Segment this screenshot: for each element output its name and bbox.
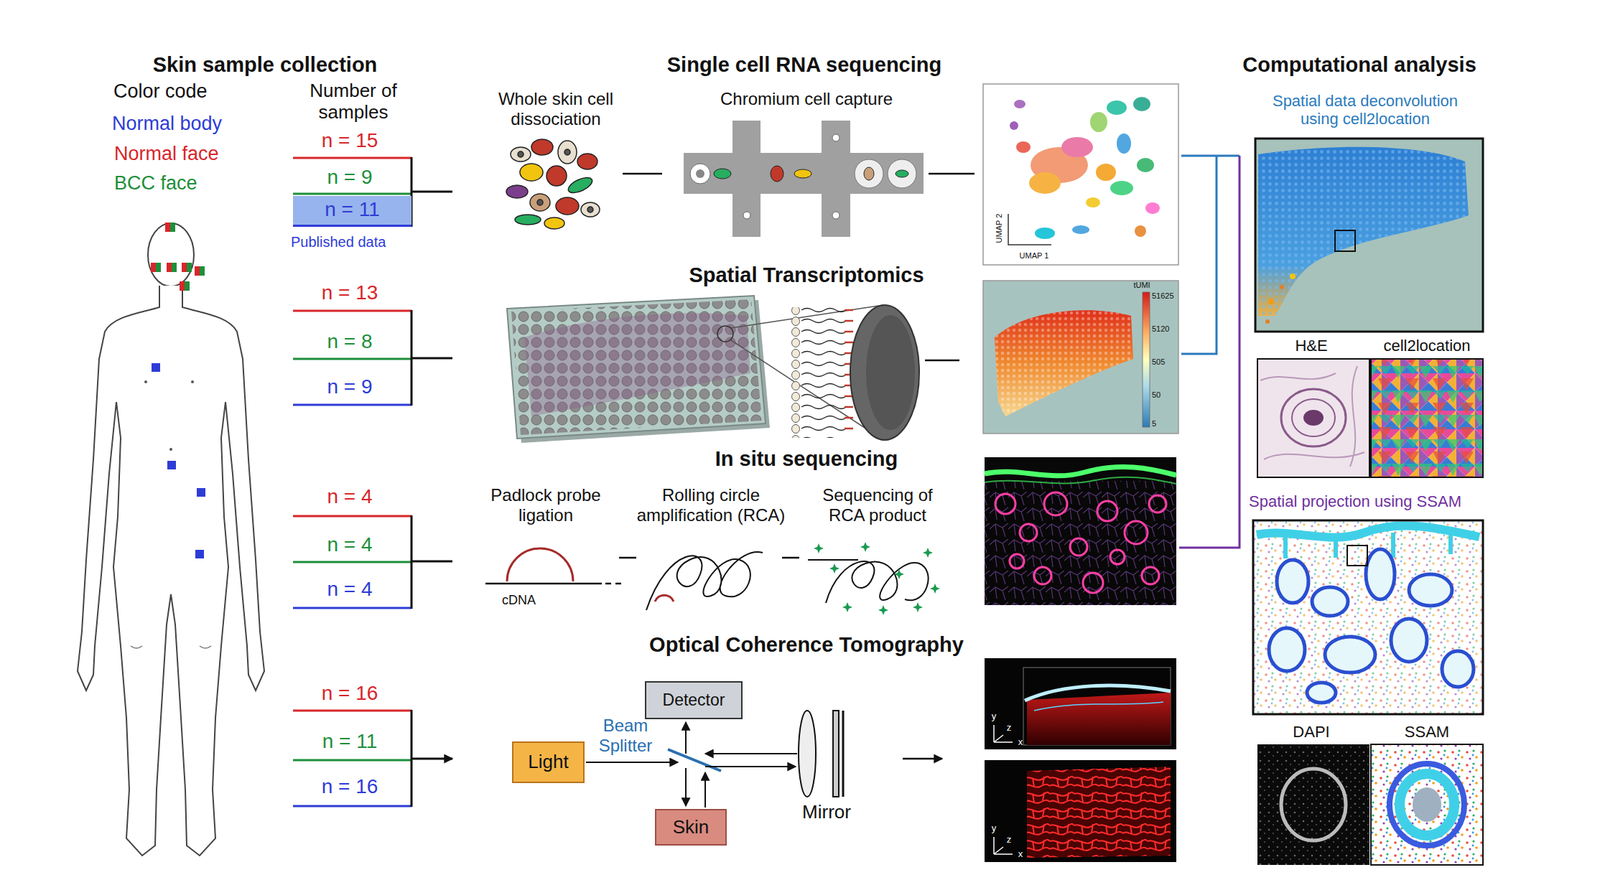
section-heading: Skin sample collection: [152, 53, 378, 77]
cell-dissociation-drawing: [506, 139, 600, 230]
sample-count: n = 16: [321, 775, 379, 799]
spatial-umi-map: [983, 280, 1179, 434]
microfluidic-chip: [683, 120, 924, 237]
text-label: Sequencing of RCA product: [812, 485, 943, 525]
text-label: Mirror: [802, 802, 851, 824]
text-label: Number of samples: [299, 80, 408, 124]
text-label: Color code: [113, 80, 208, 103]
umap-plot: [983, 84, 1179, 265]
legend-text: Normal face: [114, 142, 220, 165]
axis-label: UMAP 2: [994, 214, 1004, 244]
section-heading: In situ sequencing: [715, 447, 899, 472]
axis-label: x: [1018, 737, 1024, 749]
oct-optics: [585, 710, 844, 808]
text-label: Rolling circle amplification (RCA): [626, 485, 796, 525]
deconvolution-panels: [1255, 138, 1483, 478]
text-label: Published data: [290, 234, 386, 251]
legend-entry: Normal face: [114, 142, 220, 166]
detector-box: Detector: [644, 681, 743, 720]
box-text: Skin: [672, 817, 710, 839]
box-text: Light: [527, 751, 569, 774]
axis-label: z: [1006, 723, 1012, 734]
text-label: Padlock probe ligation: [481, 485, 611, 525]
axis-label: y: [991, 711, 997, 723]
axis-label: tUMI: [1133, 280, 1150, 291]
sample-count: n = 4: [326, 485, 372, 509]
sample-count: n = 15: [321, 129, 379, 153]
axis-label: 505: [1151, 357, 1165, 367]
section-heading: Spatial Transcriptomics: [688, 263, 924, 288]
sample-lines: [292, 157, 453, 808]
spatial-slide-drawing: [507, 295, 920, 444]
iss-image: [984, 457, 1177, 606]
sample-count: n = 9: [326, 375, 372, 399]
text-label: Spatial projection using SSAM: [1248, 492, 1462, 511]
axis-label: y: [991, 823, 997, 835]
text-label: Beam Splitter: [589, 715, 662, 756]
sample-count: n = 9: [326, 165, 372, 189]
axis-label: x: [1018, 849, 1024, 861]
legend-entry: BCC face: [114, 172, 198, 195]
human-figure: [77, 223, 265, 857]
text-label: cDNA: [501, 593, 536, 609]
text-label: SSAM: [1404, 723, 1450, 742]
legend-text: BCC face: [114, 172, 198, 194]
text-label: Whole skin cell dissociation: [489, 89, 623, 129]
box-text: n = 11: [324, 198, 380, 222]
sample-count: n = 4: [326, 533, 372, 557]
sample-band: n = 11: [292, 196, 412, 227]
iss-probe-drawing: [485, 542, 941, 616]
step-arrows: [619, 173, 975, 760]
ssam-panels: [1253, 520, 1483, 866]
sample-count: n = 11: [322, 730, 378, 754]
section-heading: Computational analysis: [1242, 53, 1477, 77]
sample-count: n = 16: [321, 682, 379, 706]
axis-label: UMAP 1: [1019, 251, 1050, 261]
text-label: H&E: [1294, 336, 1328, 355]
axis-label: 5120: [1151, 324, 1170, 334]
legend-entry: Normal body: [112, 112, 222, 136]
text-label: DAPI: [1292, 723, 1330, 742]
axis-label: 51625: [1151, 291, 1175, 301]
sample-count: n = 8: [326, 330, 372, 354]
text-label: cell2location: [1383, 336, 1471, 355]
axis-label: 50: [1151, 390, 1161, 400]
section-heading: Single cell RNA sequencing: [667, 53, 942, 77]
section-heading: Optical Coherence Tomography: [649, 633, 964, 658]
sample-count: n = 4: [326, 578, 372, 602]
sample-count: n = 13: [321, 281, 379, 305]
text-label: Spatial data deconvolution using cell2lo…: [1257, 91, 1473, 129]
text-label: Chromium cell capture: [720, 89, 893, 110]
axis-label: z: [1006, 835, 1012, 846]
sample-site-markers: [150, 222, 206, 559]
oct-images: [984, 658, 1177, 863]
skin-box: Skin: [654, 809, 727, 846]
analysis-connectors: [1179, 155, 1240, 548]
legend-text: Normal body: [112, 112, 222, 135]
axis-label: 5: [1151, 419, 1157, 429]
box-text: Detector: [662, 690, 726, 710]
light-source-box: Light: [512, 741, 585, 784]
